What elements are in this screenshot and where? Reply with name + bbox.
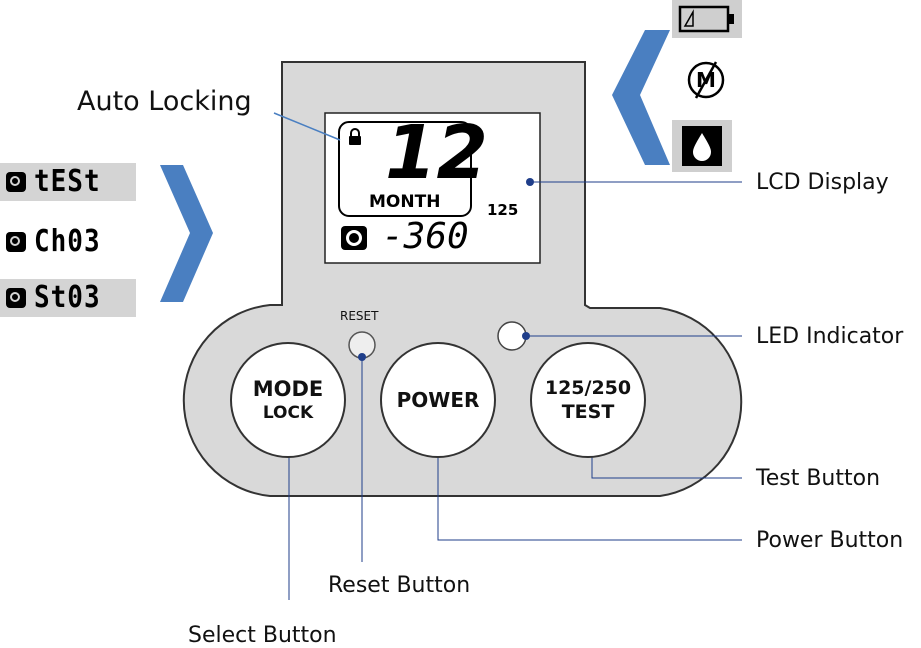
lcd-month-frame [338, 121, 472, 217]
clock-icon [6, 172, 26, 192]
lcd-display-dot [526, 178, 534, 186]
mode-screen-text: Ch03 [34, 224, 101, 260]
mode-screen-ch: Ch03 [0, 223, 107, 261]
clock-icon [6, 288, 26, 308]
led-indicator [497, 321, 527, 351]
test-line2-label: TEST [561, 401, 615, 423]
lock-label: LOCK [262, 403, 314, 423]
lcd-month-label: MONTH [366, 192, 444, 212]
reset-text: RESET [340, 309, 379, 323]
mode-screen-text: St03 [34, 280, 101, 316]
lcd-small-number: 125 [487, 201, 519, 219]
battery-icon [672, 0, 742, 38]
reset-button-dot [358, 353, 366, 361]
timer-clock-icon [341, 226, 367, 250]
test-button-leader [591, 448, 742, 479]
power-button-label: Power Button [756, 528, 904, 553]
lcd-big-number: 12 [385, 110, 488, 196]
lcd-display-label: LCD Display [756, 170, 889, 195]
manual-mode-icon: M [682, 56, 730, 104]
test-button-label: Test Button [756, 466, 881, 491]
lcd-timer-value: -360 [382, 216, 469, 257]
lock-icon [348, 128, 362, 146]
water-drop-icon [672, 120, 732, 172]
auto-locking-leader [273, 112, 341, 141]
mode-screen-st: St03 [0, 279, 136, 317]
led-indicator-label: LED Indicator [756, 324, 904, 349]
led-indicator-dot [522, 332, 530, 340]
mode-label: MODE [252, 377, 324, 401]
power-button-leader [437, 445, 742, 541]
clock-icon [6, 232, 26, 252]
select-button-label: Select Button [188, 623, 337, 648]
power-label: POWER [396, 388, 480, 412]
right-chevron [160, 165, 213, 302]
mode-lock-button[interactable]: MODE LOCK [230, 342, 346, 458]
reset-button-label: Reset Button [328, 573, 471, 598]
auto-locking-label: Auto Locking [77, 86, 252, 117]
test-line1-label: 125/250 [544, 377, 632, 399]
mode-screen-text: tESt [34, 164, 101, 200]
left-chevron [612, 30, 670, 165]
power-button[interactable]: POWER [380, 342, 496, 458]
mode-screen-test: tESt [0, 163, 136, 201]
test-button[interactable]: 125/250 TEST [530, 342, 646, 458]
